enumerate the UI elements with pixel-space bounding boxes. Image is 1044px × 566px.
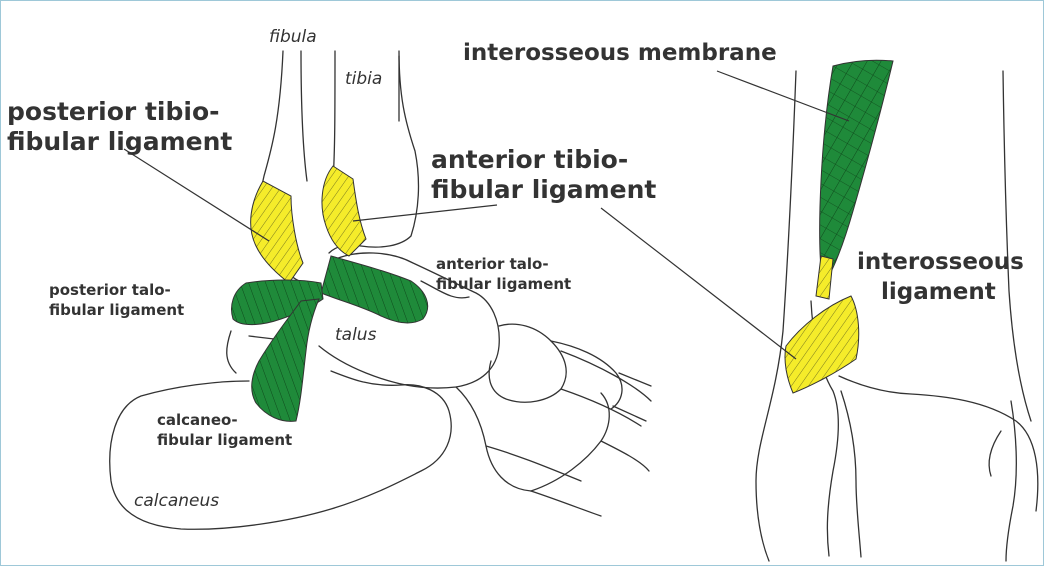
calcaneus-label: calcaneus (134, 491, 219, 511)
label-line: fibular ligament (436, 274, 571, 294)
label-line: calcaneo- (157, 410, 292, 430)
calcaneofibular-ligament-label: calcaneo- fibular ligament (157, 410, 292, 450)
label-line: fibular ligament (49, 300, 184, 320)
tibia-bone (333, 51, 335, 181)
interosseous-ligament-lower-shape (785, 296, 859, 393)
anterior-talofibular-ligament-label: anterior talo- fibular ligament (436, 254, 571, 294)
tibia-label: tibia (345, 69, 382, 89)
fibula-front-bone (756, 71, 796, 561)
posterior-tibiofibular-ligament-label: posterior tibio- fibular ligament (7, 97, 232, 157)
interosseous-ligament-yellow-shape (816, 256, 833, 299)
tibia-front-bone (1003, 71, 1031, 421)
fibula-label: fibula (269, 27, 317, 47)
anterior-talofibular-ligament-shape (321, 256, 428, 323)
anterior-tibiofibular-ligament-shape (322, 166, 366, 256)
label-line: anterior talo- (436, 254, 571, 274)
label-line: interosseous (857, 247, 1024, 277)
label-line: posterior talo- (49, 280, 184, 300)
interosseous-ligament-label: interosseous ligament (857, 247, 1024, 307)
posterior-tibiofibular-ligament-shape (251, 181, 303, 283)
label-line: fibular ligament (431, 175, 656, 205)
label-line: anterior tibio- (431, 145, 656, 175)
label-line: fibular ligament (7, 127, 232, 157)
label-line: ligament (857, 277, 1024, 307)
interosseous-membrane-label: interosseous membrane (463, 38, 777, 68)
label-line: posterior tibio- (7, 97, 232, 127)
posterior-talofibular-ligament-label: posterior talo- fibular ligament (49, 280, 184, 320)
anterior-tibiofibular-ligament-label: anterior tibio- fibular ligament (431, 145, 656, 205)
talus-label: talus (335, 325, 376, 345)
label-line: fibular ligament (157, 430, 292, 450)
